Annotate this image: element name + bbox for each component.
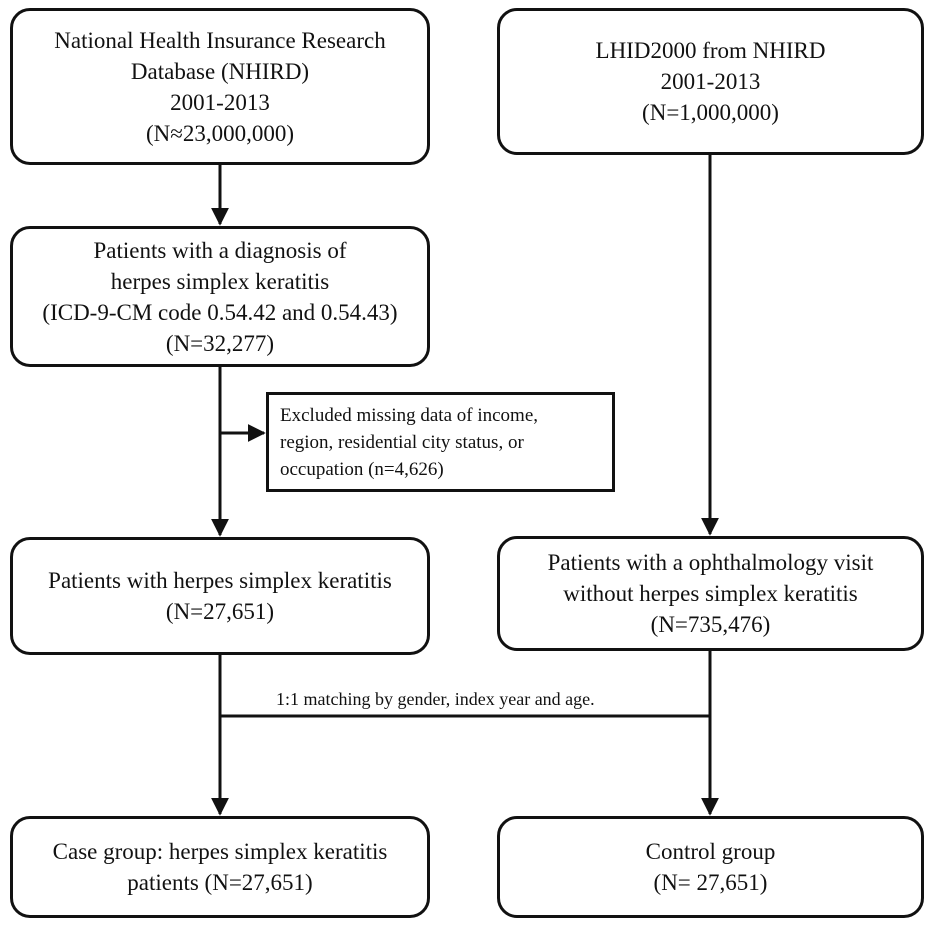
hsk-patients-line-2: (N=27,651) xyxy=(165,599,275,624)
diagnosis-line-4: (N=32,277) xyxy=(165,330,275,356)
case-group-line-2: patients (N=27,651) xyxy=(127,870,313,895)
hsk-patients-box: Patients with herpes simplex keratitis (… xyxy=(10,537,430,655)
nhird-line-2: Database (NHIRD) xyxy=(130,58,310,84)
hsk-patients-line-1: Patients with herpes simplex keratitis xyxy=(48,568,392,593)
control-group-line-2: (N= 27,651) xyxy=(653,870,768,895)
diagnosis-line-2: herpes simplex keratitis xyxy=(110,268,330,294)
diagnosis-line-3: (ICD-9-CM code 0.54.42 and 0.54.43) xyxy=(42,299,398,325)
ophthalmology-line-2: without herpes simplex keratitis xyxy=(563,581,858,606)
nhird-text: National Health Insurance Research Datab… xyxy=(54,25,385,149)
lhid-line-1: LHID2000 from NHIRD xyxy=(595,38,826,63)
case-group-box: Case group: herpes simplex keratitis pat… xyxy=(10,816,430,918)
diagnosis-box: Patients with a diagnosis of herpes simp… xyxy=(10,226,430,367)
ophthalmology-line-3: (N=735,476) xyxy=(650,612,771,637)
excluded-box: Excluded missing data of income, region,… xyxy=(266,392,615,492)
nhird-line-1: National Health Insurance Research xyxy=(54,27,386,53)
excluded-line-3: occupation (n=4,626) xyxy=(280,458,444,480)
diagnosis-text: Patients with a diagnosis of herpes simp… xyxy=(42,235,397,359)
nhird-line-3: 2001-2013 xyxy=(170,89,270,115)
diagnosis-line-1: Patients with a diagnosis of xyxy=(93,237,347,263)
case-group-line-1: Case group: herpes simplex keratitis xyxy=(52,839,388,864)
control-group-box: Control group (N= 27,651) xyxy=(497,816,924,918)
ophthalmology-text: Patients with a ophthalmology visit with… xyxy=(548,547,874,640)
lhid-line-3: (N=1,000,000) xyxy=(642,100,779,125)
matching-label: 1:1 matching by gender, index year and a… xyxy=(276,689,595,709)
case-group-text: Case group: herpes simplex keratitis pat… xyxy=(53,836,388,898)
nhird-line-4: (N≈23,000,000) xyxy=(145,120,295,146)
lhid-line-2: 2001-2013 xyxy=(660,69,761,94)
nhird-box: National Health Insurance Research Datab… xyxy=(10,8,430,165)
control-group-line-1: Control group xyxy=(645,839,776,864)
excluded-line-2: region, residential city status, or xyxy=(280,431,524,453)
excluded-line-1: Excluded missing data of income, xyxy=(280,404,539,426)
ophthalmology-box: Patients with a ophthalmology visit with… xyxy=(497,536,924,651)
ophthalmology-line-1: Patients with a ophthalmology visit xyxy=(547,550,874,575)
excluded-text: Excluded missing data of income, region,… xyxy=(280,402,538,483)
lhid-box: LHID2000 from NHIRD 2001-2013 (N=1,000,0… xyxy=(497,8,924,155)
control-group-text: Control group (N= 27,651) xyxy=(646,836,776,898)
hsk-patients-text: Patients with herpes simplex keratitis (… xyxy=(48,565,392,627)
lhid-text: LHID2000 from NHIRD 2001-2013 (N=1,000,0… xyxy=(596,35,826,128)
